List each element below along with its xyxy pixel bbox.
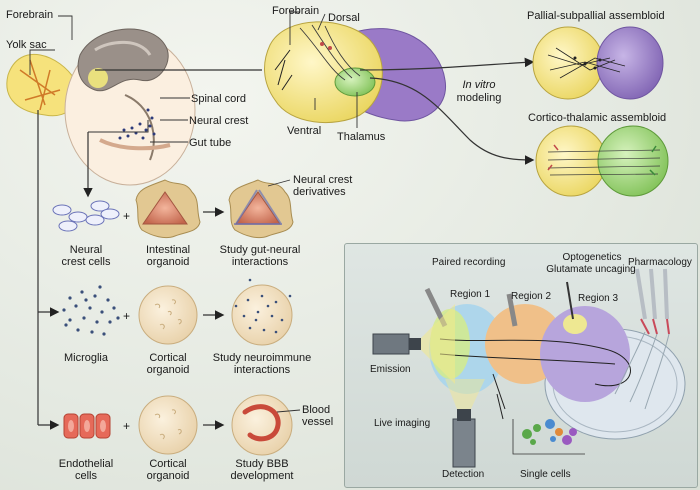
label-optogenetics: Optogenetics — [562, 252, 622, 263]
label-cortical-organoid-1: organoid — [146, 364, 190, 376]
cortical-organoid-illustration-1 — [138, 285, 198, 345]
label-neuroimmune-interactions: interactions — [233, 364, 291, 376]
label-pharmacology: Pharmacology — [628, 257, 692, 268]
embryo-leaders — [29, 15, 190, 143]
neuroimmune-result-illustration — [231, 278, 293, 346]
plus-row1: + — [123, 209, 131, 223]
label-cortical-organoid-2: organoid — [146, 470, 190, 482]
label-microglia: Microglia — [63, 352, 108, 364]
plus-row3: + — [123, 419, 131, 433]
single-cells-illustration — [522, 419, 577, 445]
panel-graphics — [372, 268, 686, 468]
label-nc-derivatives-1: Neural crest — [293, 174, 353, 186]
arrow-to-cortico — [369, 77, 535, 165]
label-gut-neural-interactions: interactions — [231, 256, 289, 268]
label-crest-cells: crest cells — [61, 256, 111, 268]
label-neural: Neural — [69, 244, 103, 256]
neural-crest-leader — [88, 120, 149, 133]
label-single-cells: Single cells — [520, 469, 571, 480]
pallial-assembloid — [532, 26, 664, 100]
plus-row2: + — [123, 309, 131, 323]
label-study-bbb: Study BBB — [235, 458, 289, 470]
label-detection: Detection — [442, 469, 485, 480]
label-emission: Emission — [370, 364, 411, 375]
label-neural-crest: Neural crest — [189, 115, 249, 127]
cortico-assembloid — [535, 125, 669, 197]
gut-neural-result-illustration — [228, 179, 294, 239]
label-forebrain-brain: Forebrain — [272, 5, 320, 17]
intestinal-organoid-illustration — [135, 179, 201, 239]
brain-illustration — [264, 21, 446, 124]
label-pallial-assembloid: Pallial-subpallial assembloid — [527, 10, 665, 22]
bbb-result-illustration — [231, 394, 301, 456]
label-gut-tube: Gut tube — [189, 137, 232, 149]
label-region-1: Region 1 — [450, 289, 491, 300]
label-cortical-2: Cortical — [149, 458, 187, 470]
label-study-gut-neural: Study gut-neural — [219, 244, 301, 256]
microglia-illustration — [62, 285, 120, 336]
in-vitro-assay-panel — [344, 243, 698, 488]
label-spinal-cord: Spinal cord — [191, 93, 247, 105]
label-region-2: Region 2 — [511, 291, 552, 302]
label-cortico-assembloid: Cortico-thalamic assembloid — [528, 112, 667, 124]
label-yolk-sac: Yolk sac — [6, 39, 47, 51]
label-paired-recording: Paired recording — [432, 257, 506, 268]
label-study-neuroimmune: Study neuroimmune — [212, 352, 312, 364]
label-endothelial: Endothelial — [58, 458, 114, 470]
label-thalamus: Thalamus — [337, 131, 386, 143]
label-glutamate-uncaging: Glutamate uncaging — [546, 264, 636, 275]
endothelial-cells-illustration — [63, 413, 111, 439]
label-cortical-1: Cortical — [149, 352, 187, 364]
label-intestinal: Intestinal — [145, 244, 191, 256]
label-bbb-development: development — [230, 470, 294, 482]
label-vessel: vessel — [302, 416, 334, 428]
label-region-3: Region 3 — [578, 293, 619, 304]
neural-crest-cells-illustration — [52, 200, 120, 232]
label-in-vitro: In vitro — [462, 79, 496, 91]
label-nc-derivatives-2: derivatives — [293, 186, 346, 198]
label-modeling: modeling — [456, 92, 502, 104]
label-endothelial-cells: cells — [74, 470, 97, 482]
brain-leaders — [289, 11, 358, 128]
embryo-illustration — [6, 28, 196, 186]
label-forebrain-embryo: Forebrain — [6, 9, 54, 21]
label-intestinal-organoid: organoid — [146, 256, 190, 268]
label-live-imaging: Live imaging — [374, 418, 431, 429]
arrow-to-pallial — [359, 57, 535, 71]
cortical-organoid-illustration-2 — [138, 395, 198, 455]
label-ventral: Ventral — [287, 125, 322, 137]
label-blood: Blood — [302, 404, 331, 416]
label-dorsal: Dorsal — [328, 12, 360, 24]
